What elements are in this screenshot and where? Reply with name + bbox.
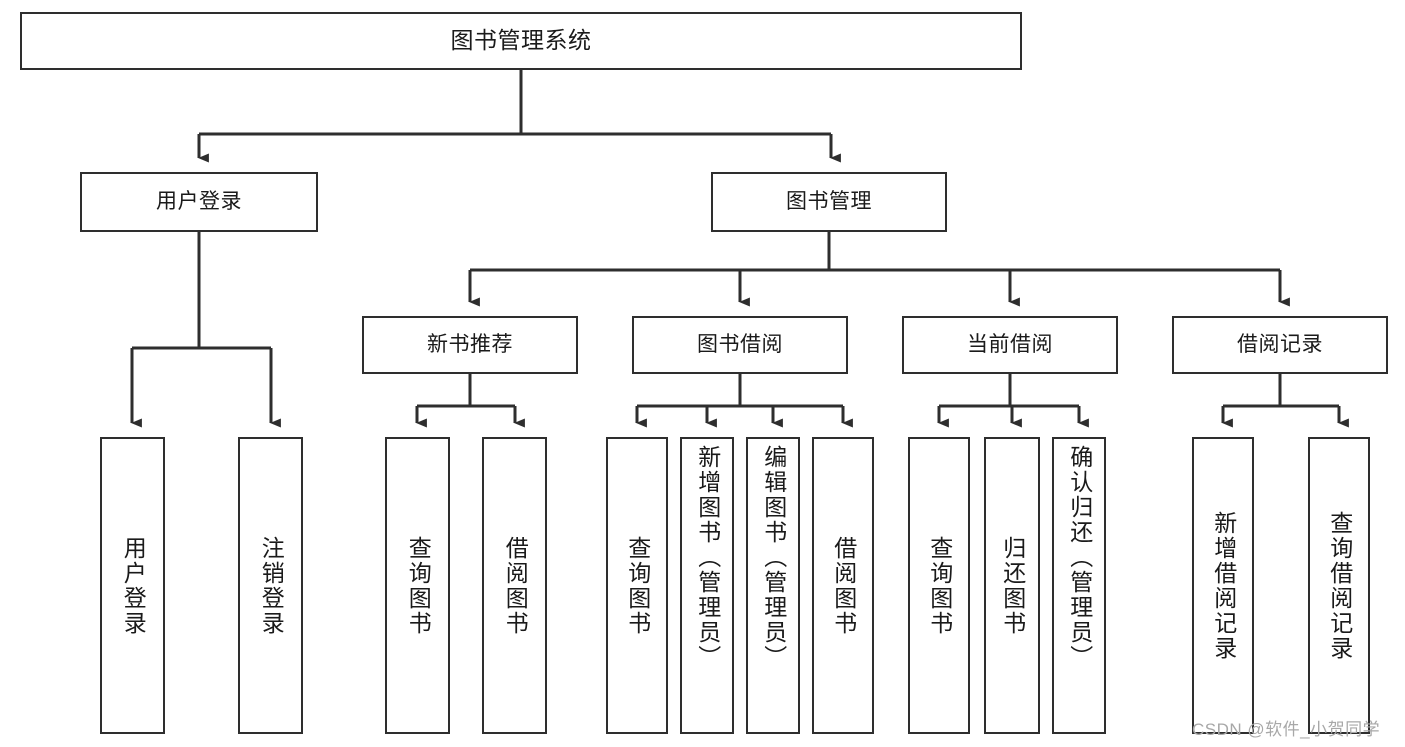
leaf-current-confirm-return-admin-label: 确认归还（管理员） bbox=[1066, 445, 1093, 670]
node-borrow-record-label: 借阅记录 bbox=[1237, 332, 1323, 356]
node-current-borrow[interactable]: 当前借阅 bbox=[902, 316, 1118, 374]
leaf-borrow-add-book-admin[interactable]: 新增图书（管理员） bbox=[680, 437, 734, 734]
leaf-record-add[interactable]: 新增借阅记录 bbox=[1192, 437, 1254, 734]
leaf-borrow-query-book-label: 查询图书 bbox=[624, 535, 651, 636]
leaf-current-return-book[interactable]: 归还图书 bbox=[984, 437, 1040, 734]
leaf-newbook-borrow-book-label: 借阅图书 bbox=[502, 535, 529, 636]
leaf-record-query[interactable]: 查询借阅记录 bbox=[1308, 437, 1370, 734]
leaf-logout[interactable]: 注销登录 bbox=[238, 437, 303, 734]
node-user-login-label: 用户登录 bbox=[156, 189, 242, 213]
leaf-user-login[interactable]: 用户登录 bbox=[100, 437, 165, 734]
leaf-newbook-query-book[interactable]: 查询图书 bbox=[385, 437, 450, 734]
node-book-management-label: 图书管理 bbox=[786, 189, 872, 213]
leaf-current-confirm-return-admin[interactable]: 确认归还（管理员） bbox=[1052, 437, 1106, 734]
node-book-management[interactable]: 图书管理 bbox=[711, 172, 947, 232]
leaf-borrow-edit-book-admin[interactable]: 编辑图书（管理员） bbox=[746, 437, 800, 734]
leaf-newbook-borrow-book[interactable]: 借阅图书 bbox=[482, 437, 547, 734]
node-book-borrow-label: 图书借阅 bbox=[697, 332, 783, 356]
leaf-record-add-label: 新增借阅记录 bbox=[1210, 510, 1237, 661]
node-new-book-recommend[interactable]: 新书推荐 bbox=[362, 316, 578, 374]
node-root[interactable]: 图书管理系统 bbox=[20, 12, 1022, 70]
leaf-logout-label: 注销登录 bbox=[258, 535, 285, 636]
node-current-borrow-label: 当前借阅 bbox=[967, 332, 1053, 356]
node-user-login[interactable]: 用户登录 bbox=[80, 172, 318, 232]
node-book-borrow[interactable]: 图书借阅 bbox=[632, 316, 848, 374]
leaf-user-login-label: 用户登录 bbox=[120, 535, 147, 636]
leaf-current-query-book-label: 查询图书 bbox=[926, 535, 953, 636]
node-borrow-record[interactable]: 借阅记录 bbox=[1172, 316, 1388, 374]
leaf-current-query-book[interactable]: 查询图书 bbox=[908, 437, 970, 734]
leaf-borrow-add-book-admin-label: 新增图书（管理员） bbox=[694, 445, 721, 670]
leaf-record-query-label: 查询借阅记录 bbox=[1326, 510, 1353, 661]
leaf-current-return-book-label: 归还图书 bbox=[999, 535, 1026, 636]
leaf-borrow-borrow-book-label: 借阅图书 bbox=[830, 535, 857, 636]
node-root-label: 图书管理系统 bbox=[450, 27, 592, 54]
leaf-borrow-edit-book-admin-label: 编辑图书（管理员） bbox=[760, 445, 787, 670]
leaf-borrow-query-book[interactable]: 查询图书 bbox=[606, 437, 668, 734]
csdn-watermark: CSDN @软件_小贺同学 bbox=[1192, 720, 1381, 739]
leaf-newbook-query-book-label: 查询图书 bbox=[405, 535, 432, 636]
node-new-book-recommend-label: 新书推荐 bbox=[427, 332, 513, 356]
leaf-borrow-borrow-book[interactable]: 借阅图书 bbox=[812, 437, 874, 734]
